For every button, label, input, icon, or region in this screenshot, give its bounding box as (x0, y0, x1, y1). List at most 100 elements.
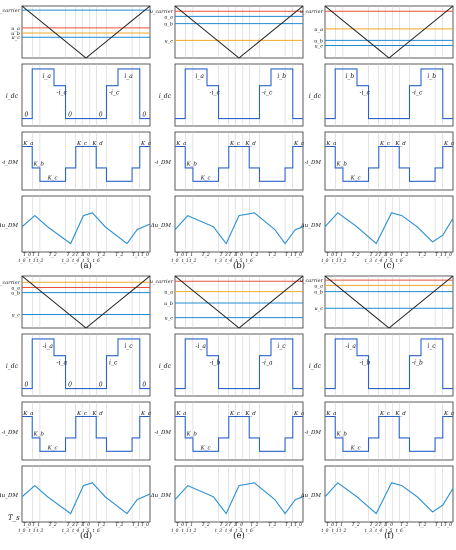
zero-label: 0 (142, 112, 146, 119)
carrier-triangle (324, 5, 454, 59)
time-interval-label: T_0 (23, 522, 31, 528)
tick-label: t_5 (83, 258, 90, 264)
dc-current-waveform (22, 338, 150, 390)
k-label: K_c (379, 411, 390, 417)
time-interval-label: T_1 (76, 252, 84, 258)
current-label: -i_a (345, 343, 356, 350)
voltage-label: u_c (164, 316, 173, 322)
tick-label: t_6 (246, 528, 253, 534)
voltage-label: u_b (164, 22, 173, 28)
voltage-label: u_b (314, 38, 323, 44)
dm-current-waveform (175, 145, 303, 182)
voltage-ripple-waveform (21, 212, 151, 245)
current-label: i_b (277, 73, 286, 80)
time-interval-label: T_1 (229, 522, 237, 528)
dc-current-waveform (22, 68, 150, 120)
tick-label: t_4 (375, 258, 382, 264)
band-frame (324, 195, 454, 253)
k-label: K_a (140, 141, 151, 147)
k-label: K_a (325, 141, 336, 147)
current-label: i_a (42, 73, 51, 80)
panel-caption: (d) (80, 530, 92, 541)
k-label: K_a (22, 411, 33, 417)
carrier-triangle (21, 5, 151, 59)
panel-caption: (b) (233, 260, 245, 271)
time-interval-label: T_1 (285, 522, 293, 528)
current-label: i_a (195, 73, 204, 80)
time-interval-label: T_1 (335, 522, 343, 528)
current-label: -i_c (360, 90, 371, 97)
ts-label: T_s (8, 514, 20, 522)
k-label: K_a (22, 141, 33, 147)
k-label: K_d (394, 141, 406, 147)
time-interval-label: T_0 (385, 252, 393, 258)
current-axis-label: i_dc (309, 363, 322, 370)
time-interval-label: T_1 (32, 522, 40, 528)
tick-label: t_5 (386, 528, 393, 534)
band-frame (174, 131, 304, 191)
time-interval-label: T_1 (32, 252, 40, 258)
k-label: K_a (443, 411, 454, 417)
tick-label: t_4 (225, 528, 232, 534)
k-label: K_d (244, 411, 256, 417)
band-frame (324, 333, 454, 397)
panel-caption: (c) (383, 260, 394, 271)
time-interval-label: T_0 (82, 522, 90, 528)
k-label: K_b (33, 432, 45, 438)
voltage-label: u_a (11, 285, 20, 291)
tick-label: t_4 (225, 258, 232, 264)
k-label: K_a (140, 411, 151, 417)
tick-label: t_2 (36, 528, 43, 534)
voltage-ripple-waveform (324, 212, 454, 245)
current-axis-label: i_dc (309, 93, 322, 100)
zero-label: 0 (142, 382, 146, 389)
panel-c: u_carrieru_au_bu_ci_b-i_c-i_ci_bi_dcK_aK… (300, 5, 454, 271)
tick-label: t_4 (375, 528, 382, 534)
current-label: -i_b (412, 360, 423, 367)
panel-f: u_carrieru_au_bu_c-i_a-i_b-i_bi_ci_dcK_a… (300, 275, 454, 541)
carrier-triangle (21, 275, 151, 329)
tick-label: t_5 (386, 258, 393, 264)
tick-label: t_0 (172, 528, 179, 534)
ripple-axis-label: Δu_DM (0, 493, 18, 499)
current-label: -i_c (262, 90, 273, 97)
current-label: i_b (345, 73, 354, 80)
k-label: K_b (186, 162, 198, 168)
band-frame (21, 465, 151, 523)
voltage-label: u_b (164, 301, 173, 307)
time-interval-label: T_1 (132, 522, 140, 528)
dc-current-waveform (175, 68, 303, 120)
dc-current-waveform (175, 338, 303, 390)
tick-label: t_2 (189, 528, 196, 534)
tick-label: t_6 (93, 258, 100, 264)
carrier-triangle (174, 5, 304, 59)
k-label: K_c (379, 141, 390, 147)
k-label: K_a (293, 141, 304, 147)
current-label: i_a (124, 73, 133, 80)
tick-label: t_6 (396, 528, 403, 534)
band-frame (324, 63, 454, 127)
tick-label: t_0 (322, 528, 329, 534)
current-label: -i_a (262, 360, 273, 367)
tick-label: t_2 (189, 258, 196, 264)
time-interval-label: T_2 (400, 522, 408, 528)
k-axis-label: -i_DM (155, 160, 172, 166)
time-interval-label: T_0 (141, 252, 149, 258)
time-interval-label: T_1 (185, 252, 193, 258)
voltage-ripple-waveform (324, 482, 454, 515)
ripple-axis-label: Δu_DM (0, 223, 18, 229)
ripple-axis-label: Δu_DM (150, 493, 172, 499)
tick-label: t_3 (365, 258, 372, 264)
band-frame (21, 275, 151, 329)
zero-label: 0 (25, 112, 29, 119)
time-interval-label: T_0 (141, 522, 149, 528)
voltage-label: u_c (314, 306, 323, 312)
k-label: K_c (229, 411, 240, 417)
band-frame (174, 63, 304, 127)
tick-label: t_5 (236, 258, 243, 264)
tick-label: t_5 (83, 528, 90, 534)
time-interval-label: T_2 (115, 522, 123, 528)
time-interval-label: T_2 (115, 252, 123, 258)
time-interval-label: T_3 (67, 252, 75, 258)
voltage-label: u_c (164, 38, 173, 44)
